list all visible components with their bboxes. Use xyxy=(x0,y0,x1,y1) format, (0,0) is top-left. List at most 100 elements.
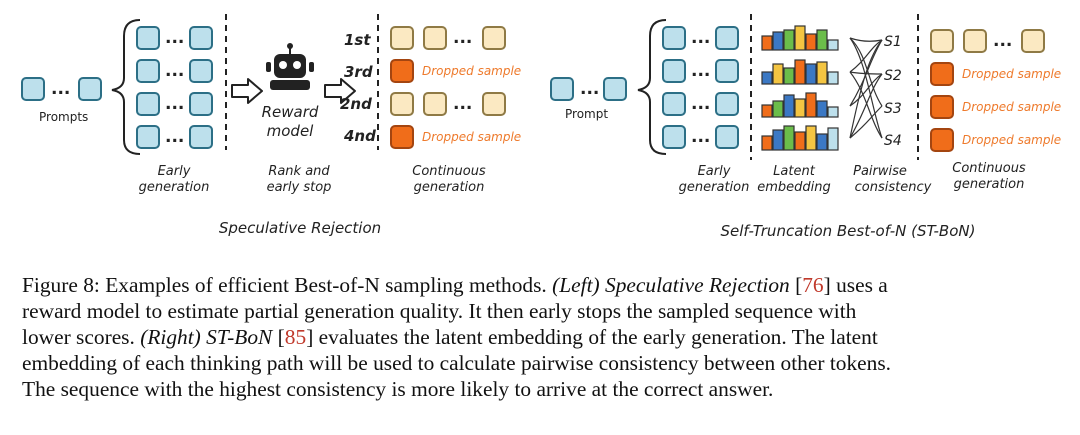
early-generation-label-1: Early xyxy=(158,164,191,179)
robot-icon xyxy=(266,43,314,90)
early-generation-label-2: generation xyxy=(679,180,750,195)
embedding-bar xyxy=(772,63,784,85)
embedding-bar xyxy=(805,125,817,151)
token-square xyxy=(482,26,506,50)
embedding-bar xyxy=(761,104,773,118)
bracket xyxy=(111,19,141,155)
figure-caption: Figure 8: Examples of efficient Best-of-… xyxy=(22,272,1062,402)
token-square xyxy=(662,59,686,83)
latent-label-1: Latent xyxy=(773,164,816,179)
rank-1st: 1st xyxy=(344,31,371,49)
caption-text: Examples of efficient Best-of-N sampling… xyxy=(105,273,547,297)
reward-model-label-1: Reward xyxy=(262,103,319,121)
token-square xyxy=(1021,29,1045,53)
dots: ... xyxy=(691,61,710,81)
continuous-generation-grid: ... Dropped sample ... Dropped sample xyxy=(390,26,521,149)
embedding-bar xyxy=(827,71,839,85)
citation-link[interactable]: 85 xyxy=(284,325,307,349)
rank-label-1: Rank and xyxy=(268,164,330,179)
embedding-bar xyxy=(794,25,806,51)
token-square xyxy=(662,125,686,149)
token-square xyxy=(136,125,160,149)
prompt-square xyxy=(78,77,102,101)
caption-left-method: (Left) Speculative Rejection xyxy=(552,273,790,297)
embedding-bar xyxy=(816,61,828,85)
continuous-label-2: generation xyxy=(954,177,1025,192)
dots: ... xyxy=(453,94,472,114)
rank-label-2: early stop xyxy=(267,180,332,195)
token-square xyxy=(390,92,414,116)
token-square xyxy=(189,125,213,149)
embedding-bar xyxy=(783,125,795,151)
embedding-bar xyxy=(761,71,773,85)
early-generation-label-1: Early xyxy=(698,164,731,179)
continuous-label-1: Continuous xyxy=(952,161,1026,176)
embedding-bar xyxy=(794,59,806,85)
dots: ... xyxy=(691,28,710,48)
embedding-bar xyxy=(761,135,773,151)
rank-2nd: 2nd xyxy=(340,95,372,113)
dropped-square xyxy=(390,59,414,83)
right-panel-title: Self-Truncation Best-of-N (ST-BoN) xyxy=(721,222,976,240)
token-square xyxy=(136,26,160,50)
dots: ... xyxy=(453,28,472,48)
token-square xyxy=(189,26,213,50)
rank-3rd: 3rd xyxy=(344,63,373,81)
ref-bracket: ] xyxy=(306,325,314,349)
latent-embedding-bars xyxy=(761,25,839,151)
token-square xyxy=(963,29,987,53)
reward-model-label-2: model xyxy=(267,122,315,140)
embedding-bar xyxy=(783,67,795,85)
dots: ... xyxy=(580,79,599,99)
dropped-square xyxy=(390,125,414,149)
pairwise-label-1: Pairwise xyxy=(853,164,907,179)
embedding-bar xyxy=(805,92,817,118)
bracket xyxy=(637,19,667,155)
embedding-bar xyxy=(827,127,839,151)
dropped-sample-label: Dropped sample xyxy=(422,64,521,78)
score-s4: S4 xyxy=(884,133,902,149)
dropped-square xyxy=(930,62,954,86)
early-generation-label-2: generation xyxy=(139,180,210,195)
citation-link[interactable]: 76 xyxy=(802,273,824,297)
pairwise-consistency-lines xyxy=(849,37,883,139)
embedding-bar xyxy=(772,129,784,151)
token-square xyxy=(423,26,447,50)
arrow-icon xyxy=(231,78,263,104)
token-square xyxy=(715,125,739,149)
rank-4nd: 4nd xyxy=(343,127,376,145)
caption-right-method: (Right) ST-BoN xyxy=(140,325,273,349)
embedding-bar xyxy=(794,131,806,151)
continuous-label-1: Continuous xyxy=(412,164,486,179)
prompt-square xyxy=(550,77,574,101)
token-square xyxy=(715,92,739,116)
embedding-bar xyxy=(827,106,839,118)
dots: ... xyxy=(691,127,710,147)
ref-bracket: ] xyxy=(823,273,831,297)
caption-line-2: reward model to estimate partial generat… xyxy=(22,299,857,323)
token-square xyxy=(189,92,213,116)
token-square xyxy=(715,26,739,50)
token-square xyxy=(930,29,954,53)
dropped-sample-label: Dropped sample xyxy=(962,67,1061,81)
caption-text: evaluates the latent embedding of the ea… xyxy=(318,325,878,349)
embedding-bar xyxy=(816,29,828,51)
score-s3: S3 xyxy=(884,101,902,117)
dots: ... xyxy=(165,94,184,114)
pairwise-label-2: consistency xyxy=(855,180,932,195)
dots: ... xyxy=(165,28,184,48)
prompt-square xyxy=(603,77,627,101)
embedding-bar xyxy=(816,100,828,118)
dots: ... xyxy=(691,94,710,114)
token-square xyxy=(390,26,414,50)
prompts-label: Prompts xyxy=(39,110,88,124)
ref-bracket: [ xyxy=(795,273,803,297)
token-square xyxy=(662,92,686,116)
token-square xyxy=(662,26,686,50)
latent-label-2: embedding xyxy=(757,180,831,195)
embedding-bar xyxy=(805,63,817,85)
caption-line-1: Figure 8: Examples of efficient Best-of-… xyxy=(22,272,1062,298)
caption-line-4: embedding of each thinking path will be … xyxy=(22,351,892,375)
token-square xyxy=(189,59,213,83)
caption-text: uses a xyxy=(836,273,888,297)
